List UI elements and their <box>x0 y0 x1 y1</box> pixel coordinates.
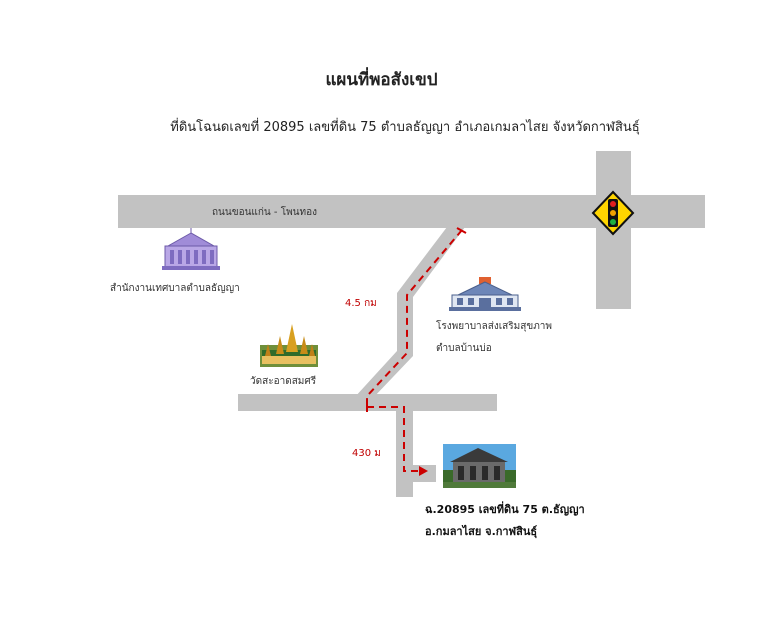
distance-label-first-leg: 4.5 กม <box>345 298 377 309</box>
government-building-icon <box>162 228 220 270</box>
diagonal-road <box>354 227 465 398</box>
map-subtitle: ที่ดินโฉนดเลขที่ 20895 เลขที่ดิน 75 ตำบล… <box>170 120 640 135</box>
hospital-building-icon <box>449 277 521 311</box>
map-title: แผนที่พอสังเขป <box>325 70 438 90</box>
house-photo-icon <box>443 444 516 488</box>
main-road-label: ถนนขอนแก่น - โพนทอง <box>212 207 317 218</box>
traffic-light-sign-icon <box>591 190 635 236</box>
municipal-office-label: สำนักงานเทศบาลตำบลธัญญา <box>110 283 240 294</box>
route-first-leg <box>366 229 463 406</box>
hospital-label-line1: โรงพยาบาลส่งเสริมสุขภาพ <box>436 321 552 332</box>
route-arrowhead <box>419 466 428 476</box>
destination-label-line1: ฉ.20895 เลขที่ดิน 75 ต.ธัญญา <box>425 503 585 516</box>
temple-icon <box>260 324 318 367</box>
distance-label-second-leg: 430 ม <box>352 448 381 459</box>
hospital-label-line2: ตำบลบ้านบ่อ <box>436 343 492 354</box>
temple-label: วัดสะอาดสมศรี <box>250 376 317 387</box>
spur-road-end <box>396 465 436 482</box>
route-line <box>366 227 467 476</box>
destination-label-line2: อ.กมลาไสย จ.กาฬสินธุ์ <box>425 525 538 538</box>
route-second-leg <box>367 406 420 472</box>
route-start-tick <box>456 227 467 234</box>
